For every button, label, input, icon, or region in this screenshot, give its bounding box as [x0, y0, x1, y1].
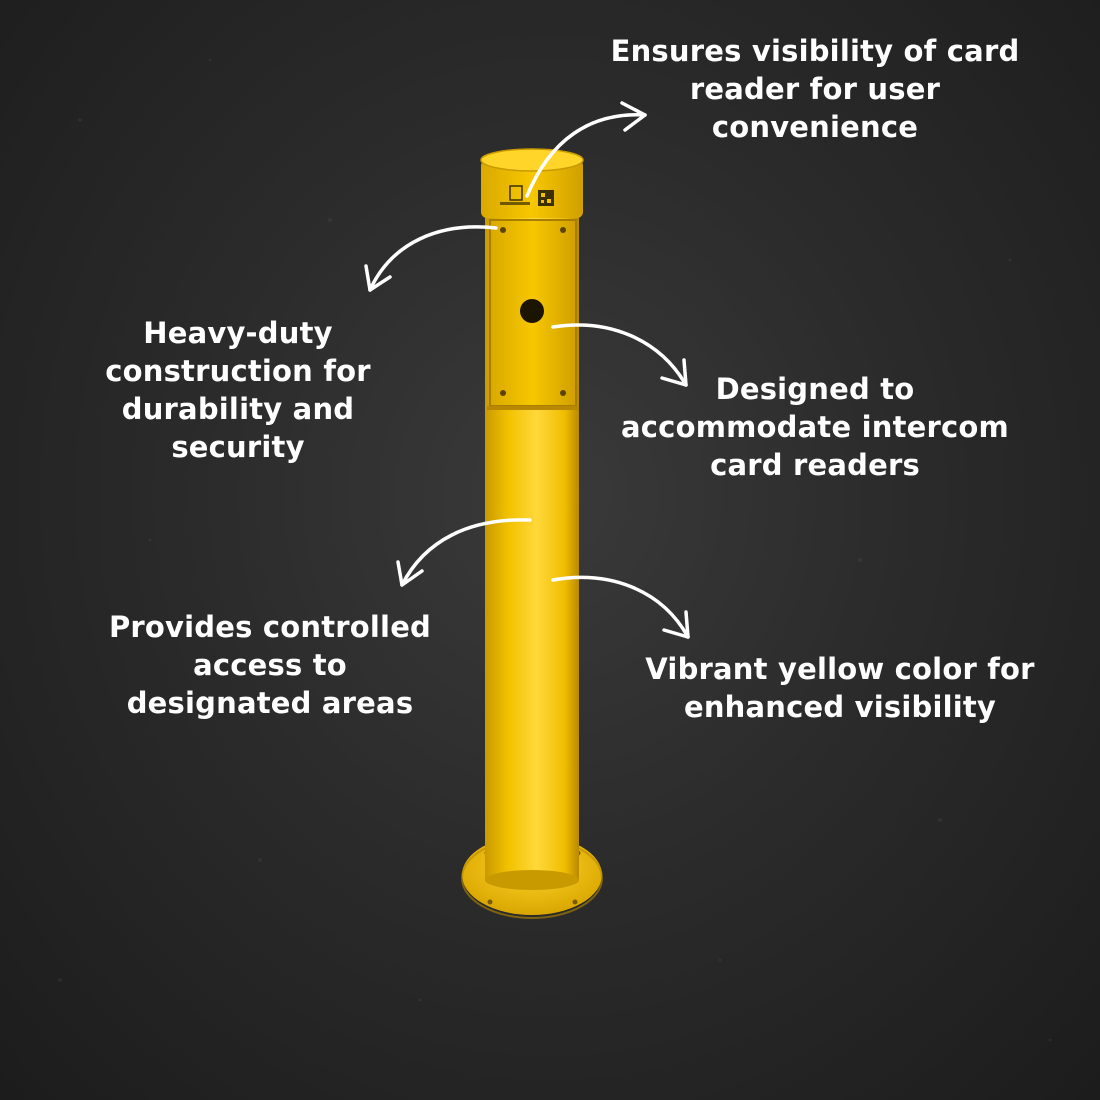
- intercom-panel: [487, 219, 579, 410]
- callout-vibrant-color: Vibrant yellow color for enhanced visibi…: [630, 650, 1050, 726]
- callout-line: Provides controlled: [108, 610, 432, 644]
- arrow-card-reader: [525, 101, 647, 198]
- callout-line: card readers: [710, 448, 920, 482]
- callout-heavy-duty: Heavy-duty construction for durability a…: [70, 314, 406, 466]
- callout-line: accommodate intercom: [621, 410, 1009, 444]
- callout-line: designated areas: [126, 686, 414, 720]
- callout-line: durability and: [121, 392, 355, 426]
- arrow-access: [396, 518, 532, 587]
- callout-line: reader for user: [689, 72, 941, 106]
- callout-line: security: [171, 430, 305, 464]
- callout-line: access to: [193, 648, 347, 682]
- card-reader-hole: [520, 299, 544, 323]
- callout-line: Ensures visibility of card: [610, 34, 1020, 68]
- callout-line: convenience: [711, 110, 919, 144]
- arrow-vibrant: [551, 575, 690, 639]
- callout-controlled-access: Provides controlled access to designated…: [90, 608, 450, 722]
- callout-line: enhanced visibility: [683, 690, 997, 724]
- brand-logo: [500, 185, 554, 206]
- callout-line: Designed to: [715, 372, 915, 406]
- callout-intercom: Designed to accommodate intercom card re…: [600, 370, 1030, 484]
- callout-line: construction for: [105, 354, 371, 388]
- arrow-heavy-duty: [364, 225, 498, 292]
- callout-card-reader-visibility: Ensures visibility of card reader for us…: [600, 32, 1030, 146]
- callout-line: Vibrant yellow color for: [645, 652, 1035, 686]
- arrow-intercom: [551, 323, 688, 387]
- callout-line: Heavy-duty: [143, 316, 333, 350]
